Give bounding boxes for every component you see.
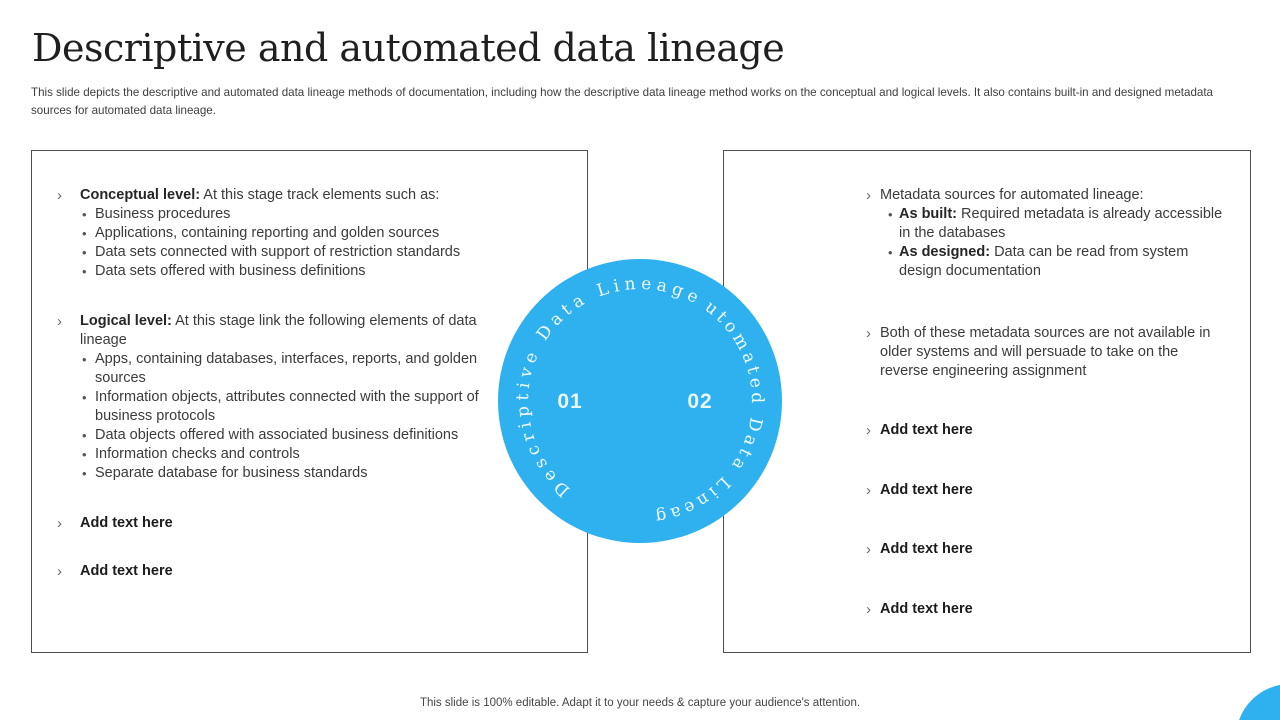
dot-bullet-icon: • [82,245,87,260]
sub-bullet-item: • Information checks and controls [82,445,527,464]
dot-bullet-icon: • [82,428,87,443]
sub-bullet-item: • Apps, containing databases, interfaces… [82,350,527,388]
bullet-text: Both of these metadata sources are not a… [880,325,1211,379]
sub-bullet-text: As designed: Data can be read from syste… [899,244,1189,279]
sub-bullet-text: As built: Required metadata is already a… [899,206,1223,241]
add-text-placeholder[interactable]: › Add text here [866,600,1246,619]
add-text-placeholder[interactable]: › Add text here [866,421,1246,440]
sub-bullet-item: • Applications, containing reporting and… [82,224,527,243]
sub-bullet-text: Applications, containing reporting and g… [95,225,440,241]
dot-bullet-icon: • [888,245,893,260]
chevron-bullet-icon: › [866,187,871,204]
sub-bullet-text: Data objects offered with associated bus… [95,427,459,443]
sub-bullet-item: • Data sets connected with support of re… [82,243,527,262]
bullet-item: › Metadata sources for automated lineage… [866,186,1246,205]
chevron-bullet-icon: › [57,563,62,580]
sub-bullet-text: Separate database for business standards [95,465,368,481]
sub-bullet-text: Information objects, attributes connecte… [95,389,479,424]
dot-bullet-icon: • [82,352,87,367]
sub-bullet-text: Data sets connected with support of rest… [95,244,461,260]
page-title: Descriptive and automated data lineage [32,26,785,70]
step-number-01: 01 [557,390,582,413]
lineage-circle-diagram: Descriptive Data Lineage Automated Data … [497,258,782,543]
sub-bullet-item: • Information objects, attributes connec… [82,388,527,426]
placeholder-text: Add text here [880,541,973,557]
add-text-placeholder[interactable]: › Add text here [866,540,1246,559]
dot-bullet-icon: • [82,207,87,222]
chevron-bullet-icon: › [866,482,871,499]
sub-bullet-item: • As designed: Data can be read from sys… [888,243,1246,281]
placeholder-text: Add text here [80,515,173,531]
chevron-bullet-icon: › [866,541,871,558]
placeholder-text: Add text here [880,601,973,617]
add-text-placeholder[interactable]: › Add text here [866,481,1246,500]
footer-note: This slide is 100% editable. Adapt it to… [419,697,861,709]
sub-bullet-item: • Data sets offered with business defini… [82,262,527,281]
left-panel-content: › Conceptual level: At this stage track … [57,186,527,581]
chevron-bullet-icon: › [57,515,62,532]
dot-bullet-icon: • [82,264,87,279]
add-text-placeholder[interactable]: › Add text here [57,562,527,581]
bullet-item: › Conceptual level: At this stage track … [57,186,527,205]
sub-bullet-text: Apps, containing databases, interfaces, … [95,351,478,386]
sub-bullet-text: Business procedures [95,206,231,222]
lineage-circle [498,259,782,543]
sub-bullet-item: • Data objects offered with associated b… [82,426,527,445]
placeholder-text: Add text here [880,422,973,438]
slide-description: This slide depicts the descriptive and a… [31,86,1214,117]
sub-bullet-text: Data sets offered with business definiti… [95,263,366,279]
bullet-text: Metadata sources for automated lineage: [880,187,1144,203]
bullet-text: Logical level: At this stage link the fo… [80,313,477,348]
dot-bullet-icon: • [82,390,87,405]
dot-bullet-icon: • [82,226,87,241]
dot-bullet-icon: • [82,466,87,481]
chevron-bullet-icon: › [57,313,62,330]
placeholder-text: Add text here [880,482,973,498]
dot-bullet-icon: • [888,207,893,222]
placeholder-text: Add text here [80,563,173,579]
add-text-placeholder[interactable]: › Add text here [57,514,527,533]
sub-bullet-item: • Business procedures [82,205,527,224]
left-panel [31,150,588,653]
sub-bullet-text: Information checks and controls [95,446,300,462]
bullet-item: › Logical level: At this stage link the … [57,312,527,350]
sub-bullet-item: • As built: Required metadata is already… [888,205,1246,243]
right-panel-content: › Metadata sources for automated lineage… [866,186,1246,619]
chevron-bullet-icon: › [866,422,871,439]
step-number-02: 02 [687,390,712,413]
sub-bullet-item: • Separate database for business standar… [82,464,527,483]
dot-bullet-icon: • [82,447,87,462]
bullet-text: Conceptual level: At this stage track el… [80,187,440,203]
chevron-bullet-icon: › [866,601,871,618]
right-panel [723,150,1251,653]
chevron-bullet-icon: › [57,187,62,204]
bullet-item: › Both of these metadata sources are not… [866,324,1246,381]
chevron-bullet-icon: › [866,325,871,342]
